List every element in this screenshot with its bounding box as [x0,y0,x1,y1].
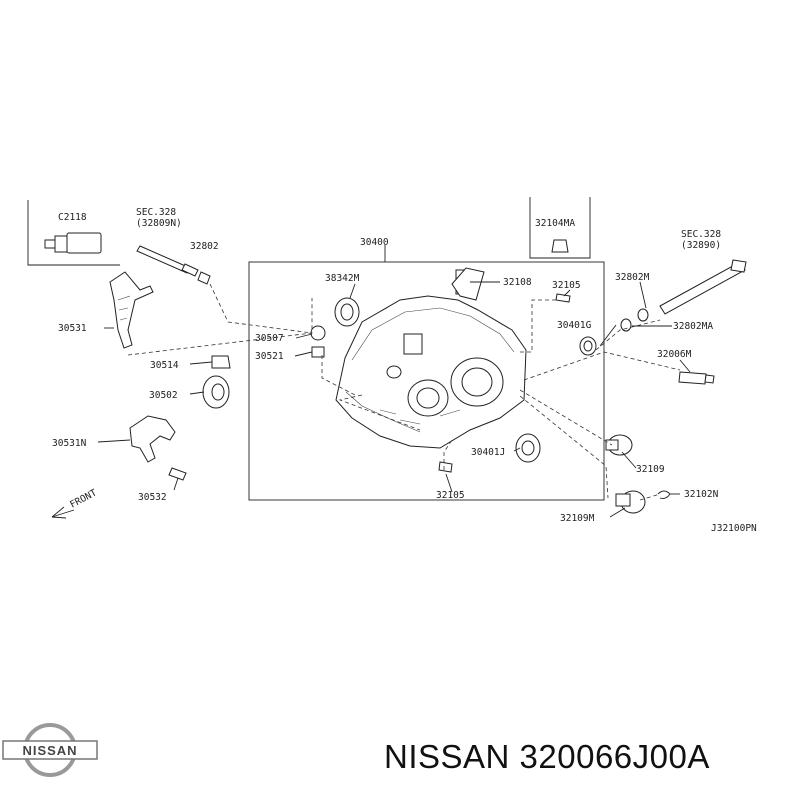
label-30502: 30502 [149,390,178,401]
label-drawing-code: J32100PN [711,523,757,534]
label-30400: 30400 [360,237,389,248]
part-number-caption: NISSAN 320066J00A [384,738,710,775]
nissan-logo-text: NISSAN [22,743,77,758]
bush-32802-icon [197,271,211,285]
bush-30507-icon [310,325,326,341]
label-front: FRONT [68,487,99,510]
label-32108: 32108 [503,277,532,288]
solid-leaders [97,245,691,518]
label-sec328-right-ref: (32890) [681,240,721,251]
label-32802: 32802 [190,241,219,252]
label-sec328-right: SEC.328 [681,229,721,240]
label-32006m: 32006M [657,349,692,360]
label-32109: 32109 [636,464,665,475]
label-30532: 30532 [138,492,167,503]
label-32802m: 32802M [615,272,650,283]
plug-32104ma-icon [551,239,569,253]
label-32102n: 32102N [684,489,719,500]
label-30401j: 30401J [471,447,505,458]
flange-32109-icon [605,434,633,456]
nissan-logo: NISSAN [2,723,98,777]
label-32104ma: 32104MA [535,218,575,229]
label-30531n: 30531N [52,438,87,449]
pin-32105-top-icon [555,293,571,303]
clip-30514-icon [211,355,231,369]
front-arrow-icon [51,506,75,519]
shift-rod-left-icon [136,245,199,277]
c2118-tool-icon [44,232,102,254]
bush-32802ma-icon [620,318,632,332]
label-38342m: 38342M [325,273,360,284]
flange-32109m-icon [615,490,646,514]
label-30521: 30521 [255,351,284,362]
inset-box-c2118 [27,200,120,266]
bush-32802m-icon [637,308,649,322]
pivot-pin-30532-icon [168,467,187,481]
label-sec328-left-ref: (32809N) [136,218,182,229]
label-30507: 30507 [255,333,284,344]
label-32109m: 32109M [560,513,595,524]
switch-32006m-icon [678,371,715,385]
label-30401g: 30401G [557,320,592,331]
shift-lever-30531-icon [109,271,154,349]
label-32802ma: 32802MA [673,321,713,332]
clip-32102n-icon [657,490,671,499]
shift-rod-right-icon [659,259,747,315]
seal-30401g-icon [579,336,597,356]
release-fork-30531n-icon [129,415,176,463]
label-c2118: C2118 [58,212,87,223]
label-30531: 30531 [58,323,87,334]
release-bearing-30502-icon [202,375,230,409]
dashed-leaders [127,283,681,501]
label-32105-top: 32105 [552,280,581,291]
label-30514: 30514 [150,360,179,371]
label-32105-bottom: 32105 [436,490,465,501]
inset-box-32104ma [529,197,591,259]
housing-frame [248,261,605,501]
pin-32105-bottom-icon [438,461,453,473]
seal-30401j-icon [515,433,541,463]
transmission-case-icon [335,267,527,449]
label-sec328-left: SEC.328 [136,207,176,218]
